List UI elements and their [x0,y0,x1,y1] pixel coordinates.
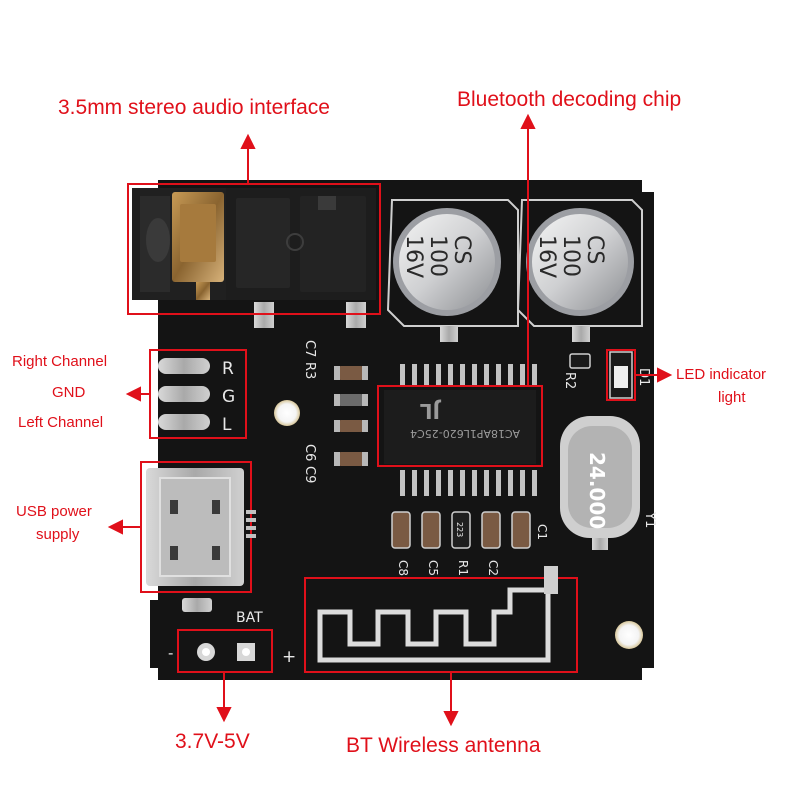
silk-minus: - [168,644,173,662]
bluetooth-chip: AC18AP1L620-25C4 JL [384,390,536,464]
cap-left-text-16v: 16V [401,235,426,278]
silk-c1: C1 [535,524,549,540]
silk-c9: C9 [302,466,317,483]
silk-l: L [222,415,232,435]
label-usb-power-line1: USB power [16,503,92,520]
label-voltage: 3.7V-5V [175,730,250,753]
crystal-y1: 24.000 [560,416,640,550]
silk-c5: C5 [426,560,440,576]
pad-right-channel [158,358,210,374]
silk-d1: D1 [636,368,651,386]
pad-left-channel [158,414,210,430]
silk-c8: C8 [396,560,410,576]
cap-left-text-cs: CS [449,235,474,264]
cap-right-text-cs: CS [582,235,607,264]
crystal-marking: 24.000 [585,452,609,529]
silk-r3: R3 [302,362,317,379]
label-led-line2: light [718,389,746,406]
silk-plus: + [282,647,296,667]
label-bluetooth-chip: Bluetooth decoding chip [457,88,682,111]
silk-c7: C7 [302,340,317,357]
capacitor-left: CS 100 16V [393,208,501,316]
label-usb-power-line2: supply [36,526,80,543]
label-audio-interface: 3.5mm stereo audio interface [58,96,330,119]
chip-logo: JL [420,399,442,423]
pcb-antenna-trace [317,587,551,663]
chip-pins-top [400,364,537,386]
cap-right-text-100: 100 [558,235,583,277]
bat-small-part [182,598,212,612]
pointer-lines [107,113,673,727]
led-d1 [609,351,633,399]
usb-port [146,468,256,586]
label-gnd: GND [52,384,86,401]
antenna-highlight-box [304,577,578,673]
silk-c2: C2 [486,560,500,576]
audio-highlight-box [127,183,381,315]
label-antenna: BT Wireless antenna [346,734,541,757]
label-left-channel: Left Channel [18,414,104,431]
silk-g: G [222,387,235,407]
label-right-channel: Right Channel [12,353,108,370]
silk-bat: BAT [236,610,263,626]
chip-marking: AC18AP1L620-25C4 [410,427,520,440]
chip-highlight-box [377,385,543,467]
pad-gnd [158,386,210,402]
smd-column-left [334,366,368,466]
chip-pins-bottom [400,470,537,496]
battery-pads [197,643,255,661]
label-led-line1: LED indicator [676,366,767,383]
capacitor-right: CS 100 16V [526,208,634,316]
mounting-hole-mid [274,400,300,426]
silk-res-code: 223 [455,522,464,537]
antenna-feed [544,566,558,594]
silk-r1: R1 [456,560,470,576]
cap-outline-right [516,199,643,327]
audio-jack [132,188,376,328]
silk-r2: R2 [562,372,577,389]
cap-right-lead [572,326,590,342]
cap-left-text-100: 100 [425,235,450,277]
cap-right-text-16v: 16V [534,235,559,278]
smd-row-bottom [391,511,531,549]
resistor-r2 [569,353,591,369]
cap-outline-left [386,199,519,327]
silk-y1: Y1 [642,511,657,528]
silk-c6: C6 [302,444,317,461]
mounting-hole-corner [615,621,643,649]
cap-left-lead [440,326,458,342]
silk-r: R [222,359,234,379]
